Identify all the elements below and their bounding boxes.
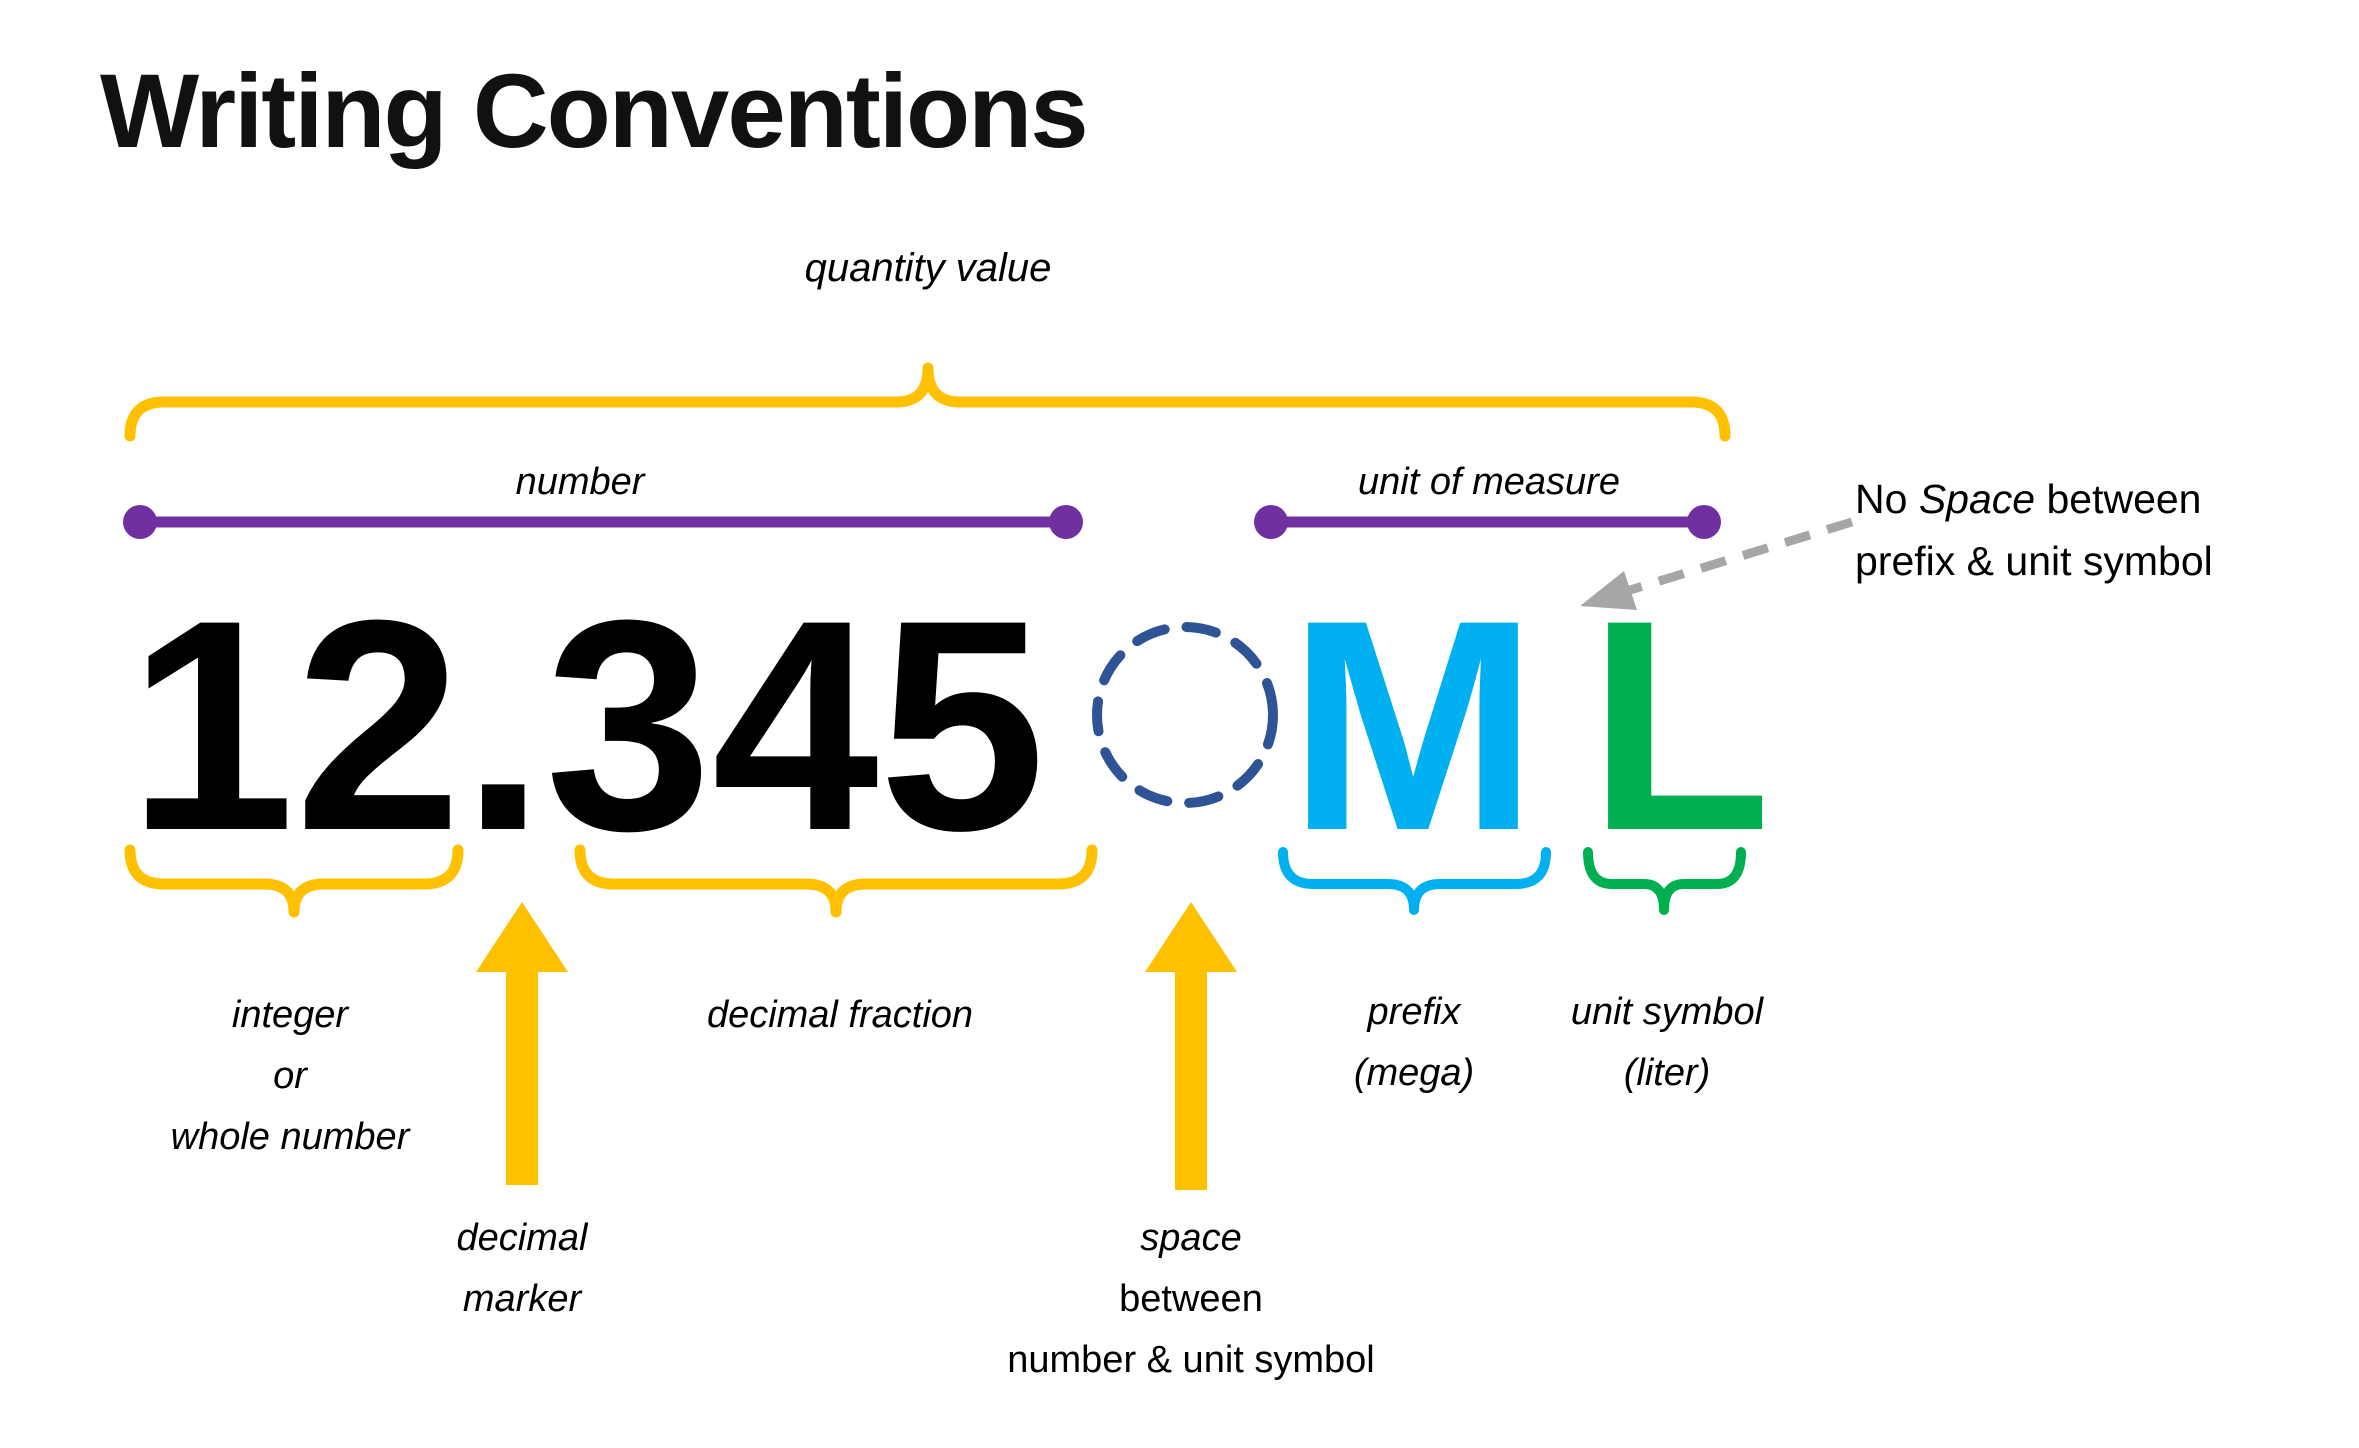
unit-span-dot-left <box>1254 505 1288 539</box>
space-label-line2: between <box>1119 1278 1263 1320</box>
integer-label-line1: integer <box>231 994 349 1036</box>
no-space-note-post: between <box>2035 476 2202 522</box>
quantity-value-label: quantity value <box>804 246 1052 290</box>
example-unit-letter: L <box>1588 557 1772 893</box>
example-number: 12.345 <box>128 557 1046 893</box>
unit-symbol-label-line1: unit symbol <box>1570 991 1764 1033</box>
prefix-label-line2: (mega) <box>1353 1052 1475 1094</box>
page-title: Writing Conventions <box>100 53 1089 170</box>
decimal-fraction-label: decimal fraction <box>706 994 974 1036</box>
number-span-dot-left <box>123 505 157 539</box>
example-prefix-letter: M <box>1288 557 1538 893</box>
no-space-note-line2: prefix & unit symbol <box>1855 538 2213 584</box>
unit-symbol-label-line2: (liter) <box>1623 1052 1711 1094</box>
decimal-marker-arrow <box>476 902 568 1185</box>
number-label: number <box>515 461 645 503</box>
no-space-note-italic: Space <box>1918 476 2036 522</box>
no-space-note-line1: No Space between <box>1855 468 2213 530</box>
integer-label: integer or whole number <box>171 985 410 1168</box>
space-arrow <box>1145 902 1237 1190</box>
no-space-note-pre: No <box>1855 476 1919 522</box>
number-span-dot-right <box>1049 505 1083 539</box>
unit-span-dot-right <box>1687 505 1721 539</box>
decimal-marker-line1: decimal <box>456 1217 588 1259</box>
no-space-note: No Space between prefix & unit symbol <box>1855 468 2213 592</box>
prefix-label: prefix (mega) <box>1354 982 1474 1104</box>
space-label-line1: space <box>1140 1217 1242 1259</box>
decimal-marker-label: decimal marker <box>457 1208 588 1330</box>
prefix-label-line1: prefix <box>1367 991 1461 1033</box>
unit-symbol-label: unit symbol (liter) <box>1571 982 1763 1104</box>
space-label-line3: number & unit symbol <box>1007 1339 1375 1381</box>
decimal-marker-line2: marker <box>462 1278 582 1320</box>
quantity-value-brace <box>124 362 1731 442</box>
integer-label-line3: whole number <box>170 1116 410 1158</box>
space-dashed-circle <box>1092 622 1278 808</box>
integer-label-line2: or <box>273 1055 307 1097</box>
space-label: space between number & unit symbol <box>1007 1208 1375 1391</box>
unit-of-measure-label: unit of measure <box>1358 461 1620 503</box>
